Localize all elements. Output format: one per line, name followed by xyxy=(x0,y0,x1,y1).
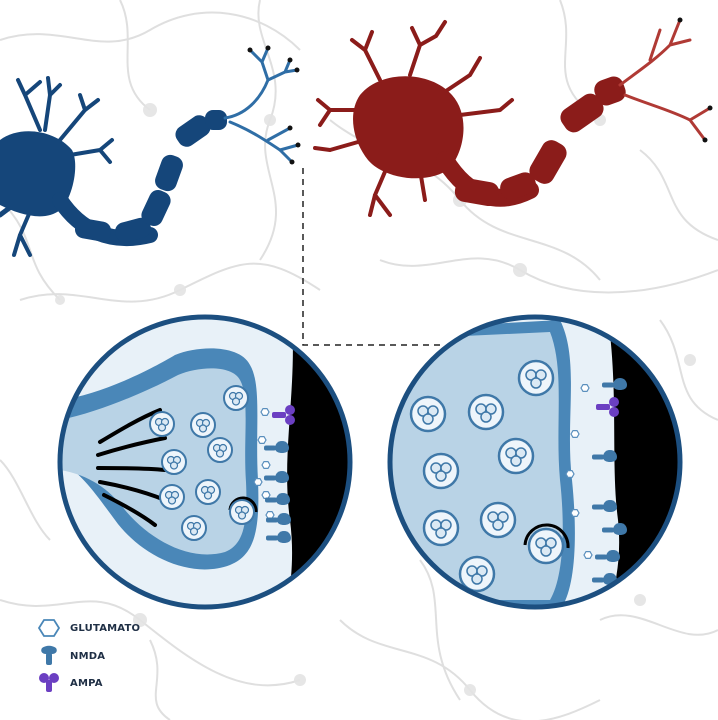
hexagon-glutamate-icon xyxy=(36,618,62,638)
legend-label-glutamato: GLUTAMATO xyxy=(70,623,140,634)
legend-item-glutamato: GLUTAMATO xyxy=(36,618,140,638)
legend-label-nmda: NMDA xyxy=(70,651,105,662)
ampa-receptor-icon xyxy=(36,672,62,694)
postsynaptic-neuron xyxy=(315,18,713,216)
nmda-receptor-icon xyxy=(36,645,62,667)
legend-label-ampa: AMPA xyxy=(70,678,103,689)
legend-item-nmda: NMDA xyxy=(36,645,105,667)
zoom-connector-lines xyxy=(303,168,440,345)
synapse-zoom-left xyxy=(60,300,360,620)
legend-item-ampa: AMPA xyxy=(36,672,103,694)
presynaptic-neuron xyxy=(0,46,301,256)
